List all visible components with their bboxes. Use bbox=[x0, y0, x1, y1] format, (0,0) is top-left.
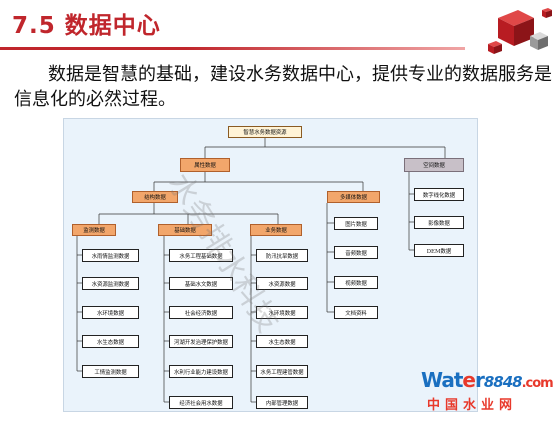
diagram-leaf-spatial-2: DEM数据 bbox=[414, 244, 464, 257]
brand-domain: .com bbox=[521, 376, 554, 391]
diagram-node-structured: 结构数据 bbox=[132, 191, 178, 203]
diagram-leaf-basic-2: 社会经济数据 bbox=[169, 306, 233, 319]
diagram-leaf-business-1: 水资源数据 bbox=[256, 277, 308, 290]
diagram-leaf-multimedia-0: 图片数据 bbox=[334, 217, 378, 230]
water8848-brand: Water8848.com 中国水业网 bbox=[421, 368, 557, 418]
diagram-leaf-business-3: 水生态数据 bbox=[256, 335, 308, 348]
brand-r: r bbox=[474, 368, 485, 392]
diagram-leaf-monitoring-4: 工情监测数据 bbox=[82, 365, 139, 378]
brand-wordmark: Water8848.com bbox=[421, 368, 554, 392]
diagram-leaf-multimedia-2: 视频数据 bbox=[334, 276, 378, 289]
diagram-leaf-monitoring-0: 水雨情监测数据 bbox=[82, 249, 139, 262]
title-underline bbox=[0, 47, 465, 50]
brand-number: 8848 bbox=[483, 373, 523, 391]
brand-w: Wat bbox=[421, 368, 463, 392]
slide-body-text: 数据是智慧的基础，建设水务数据中心，提供专业的数据服务是信息化的必然过程。 bbox=[14, 64, 552, 110]
diagram-node-monitoring: 监测数据 bbox=[72, 224, 116, 236]
diagram-node-root: 智慧水务数据资源 bbox=[228, 126, 302, 138]
diagram-node-business: 业务数据 bbox=[250, 224, 302, 236]
diagram-connectors bbox=[76, 138, 446, 403]
diagram-node-spatial: 空间数据 bbox=[404, 158, 464, 172]
diagram-node-multimedia: 多媒体数据 bbox=[327, 191, 380, 203]
diagram-leaf-business-5: 内部管理数据 bbox=[256, 396, 308, 409]
red-cubes-logo-icon bbox=[488, 8, 552, 54]
diagram-node-attribute: 属性数据 bbox=[180, 158, 230, 172]
diagram-leaf-basic-3: 河湖开发治理保护数据 bbox=[169, 335, 233, 348]
diagram-node-basic: 基础数据 bbox=[158, 224, 212, 236]
diagram-leaf-multimedia-1: 音频数据 bbox=[334, 246, 378, 259]
diagram-leaf-spatial-0: 数字线化数据 bbox=[414, 188, 464, 201]
diagram-leaf-business-2: 水环境数据 bbox=[256, 306, 308, 319]
diagram-leaf-business-0: 防汛抗旱数据 bbox=[256, 249, 308, 262]
slide-title: 7.5 数据中心 bbox=[12, 13, 161, 39]
diagram-leaf-business-4: 水务工程建管数据 bbox=[256, 365, 308, 378]
diagram-leaf-monitoring-1: 水资源监测数据 bbox=[82, 277, 139, 290]
diagram-leaf-basic-4: 水利行业能力建设数据 bbox=[169, 365, 233, 378]
diagram-leaf-multimedia-3: 文档资料 bbox=[334, 306, 378, 319]
brand-e: e bbox=[462, 368, 476, 392]
brand-chinese-name: 中国水业网 bbox=[427, 398, 518, 413]
diagram-leaf-basic-5: 经济社会用水数据 bbox=[169, 396, 233, 409]
diagram-leaf-basic-1: 基础水文数据 bbox=[169, 277, 233, 290]
data-resource-diagram: 智慧水务数据资源 属性数据 空间数据 结构数据 多媒体数据 监测数据 基础数据 … bbox=[63, 118, 478, 412]
diagram-leaf-monitoring-3: 水生态数据 bbox=[82, 335, 139, 348]
diagram-leaf-basic-0: 水务工程基础数据 bbox=[169, 249, 233, 262]
diagram-leaf-monitoring-2: 水环境数据 bbox=[82, 306, 139, 319]
diagram-leaf-spatial-1: 影像数据 bbox=[414, 216, 464, 229]
